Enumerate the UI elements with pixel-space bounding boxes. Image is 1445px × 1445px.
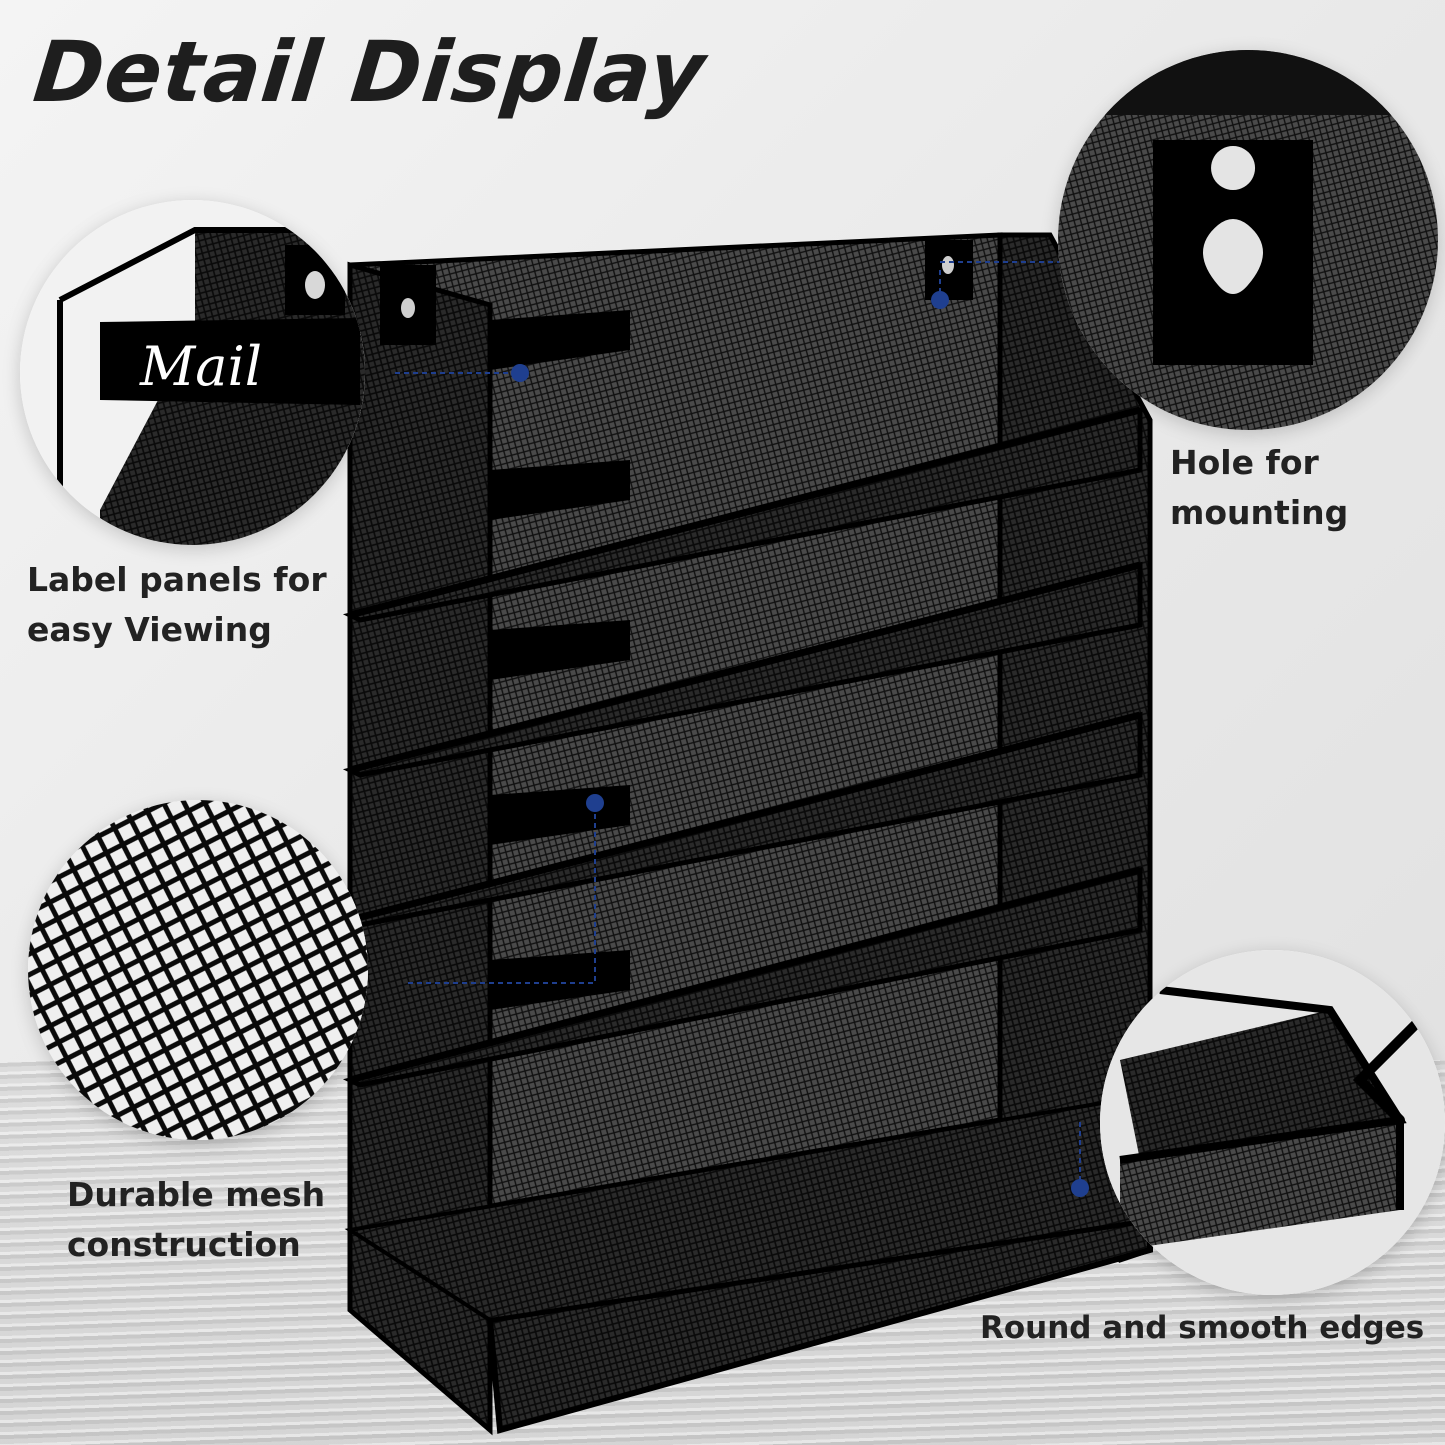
feature-label-panels: Label panels for easy Viewing — [27, 560, 327, 649]
callout-mesh-detail — [28, 800, 368, 1140]
leader-dot-hole — [931, 291, 949, 309]
callout-label-panel: Mail — [20, 200, 365, 545]
leader-dot-label — [511, 364, 529, 382]
callout-round-edges — [1100, 950, 1445, 1295]
feature-mounting-hole: Hole for mounting — [1170, 443, 1349, 532]
leader-dot-edges — [1071, 1179, 1089, 1197]
feature-round-edges: Round and smooth edges — [980, 1310, 1425, 1346]
callout-mounting-hole — [1058, 50, 1438, 430]
mail-label: Mail — [139, 335, 262, 398]
leader-dot-mesh — [586, 794, 604, 812]
feature-durable-mesh: Durable mesh construction — [67, 1175, 326, 1264]
mesh-file-organizer-image — [342, 232, 1153, 1436]
